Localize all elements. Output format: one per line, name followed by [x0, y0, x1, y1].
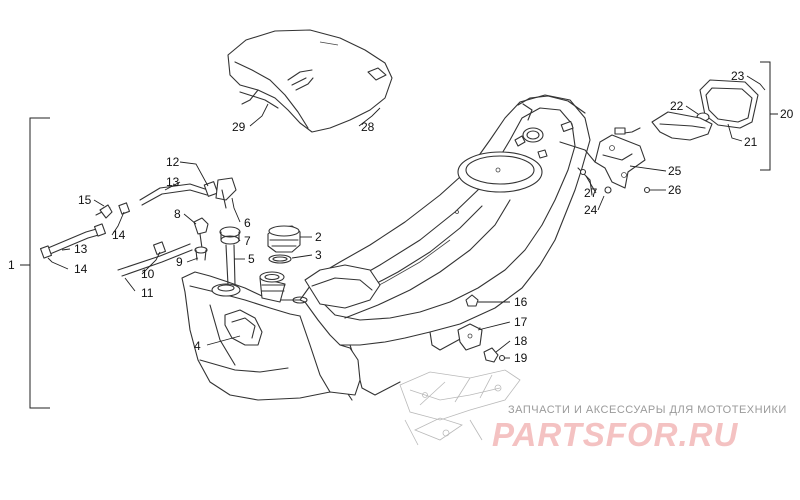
callout-15: 15	[78, 193, 92, 207]
callout-13-top: 13	[166, 175, 180, 189]
callout-20: 20	[780, 107, 794, 121]
callout-22: 22	[670, 99, 684, 113]
callout-16: 16	[514, 295, 528, 309]
seat-assembly	[299, 94, 596, 401]
callout-28: 28	[361, 120, 375, 134]
leader-lines	[47, 75, 766, 359]
callout-29: 29	[232, 120, 246, 134]
fuel-hose-parts	[39, 177, 241, 286]
callout-13-lower: 13	[74, 242, 88, 256]
callout-4: 4	[194, 339, 201, 353]
callout-19: 19	[514, 351, 528, 365]
callout-2: 2	[315, 230, 322, 244]
seat-cover	[227, 29, 393, 133]
callout-25: 25	[668, 164, 682, 178]
callout-9: 9	[176, 255, 183, 269]
callout-5: 5	[248, 252, 255, 266]
frame-illustration	[399, 369, 521, 446]
callout-3: 3	[315, 248, 322, 262]
callout-12: 12	[166, 155, 180, 169]
mount-parts	[457, 294, 506, 363]
watermark-logo: PARTSFOR.RU	[492, 416, 738, 453]
callout-24: 24	[584, 203, 598, 217]
taillight-group	[579, 79, 759, 194]
callout-1: 1	[8, 258, 15, 272]
watermark-tagline: ЗАПЧАСТИ И АКСЕССУАРЫ ДЛЯ МОТОТЕХНИКИ	[508, 404, 787, 416]
filler-cap	[267, 225, 301, 253]
bracket-right	[760, 61, 778, 171]
callout-6: 6	[244, 216, 251, 230]
callout-labels: 1 2 3 4 5 6 7 8 9 10 11 12 13 13 14 14 1…	[8, 69, 794, 365]
callout-21: 21	[744, 135, 758, 149]
callout-10: 10	[141, 267, 155, 281]
bracket-left	[20, 117, 50, 409]
callout-17: 17	[514, 315, 528, 329]
callout-26: 26	[668, 183, 682, 197]
fuel-tank	[181, 271, 361, 401]
callout-7: 7	[244, 234, 251, 248]
callout-14-lower: 14	[74, 262, 88, 276]
callout-18: 18	[514, 334, 528, 348]
callout-23: 23	[731, 69, 745, 83]
callout-27: 27	[584, 186, 598, 200]
callout-8: 8	[174, 207, 181, 221]
callout-11: 11	[141, 286, 154, 300]
o-ring	[268, 254, 292, 264]
callout-14-top: 14	[112, 228, 126, 242]
